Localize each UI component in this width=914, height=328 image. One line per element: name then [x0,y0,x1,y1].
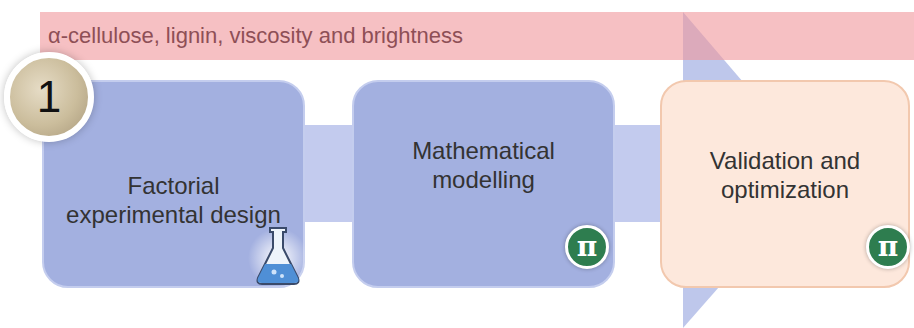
process-box-text: Validation and optimization [685,147,885,205]
process-box: Mathematical modelling π [352,80,615,288]
process-box-text: Mathematical modelling [384,137,584,195]
process-box-text: Factorial experimental design [58,172,289,230]
topic-band: α-cellulose, lignin, viscosity and brigh… [40,12,914,60]
flask-icon [248,220,308,290]
topic-band-text: α-cellulose, lignin, viscosity and brigh… [48,23,463,49]
bubble [272,270,277,275]
pi-badge: π [565,225,609,269]
flask-glow [248,228,308,288]
pi-badge-text: π [577,233,598,261]
process-box: Validation and optimization π [660,80,910,288]
pi-badge: π [866,225,910,269]
flask-liquid [258,264,299,283]
pi-badge-text: π [878,233,899,261]
bubble [280,274,284,278]
step-number: 1 [4,52,94,142]
step-number-text: 1 [37,72,61,122]
flask-glass [258,228,299,284]
